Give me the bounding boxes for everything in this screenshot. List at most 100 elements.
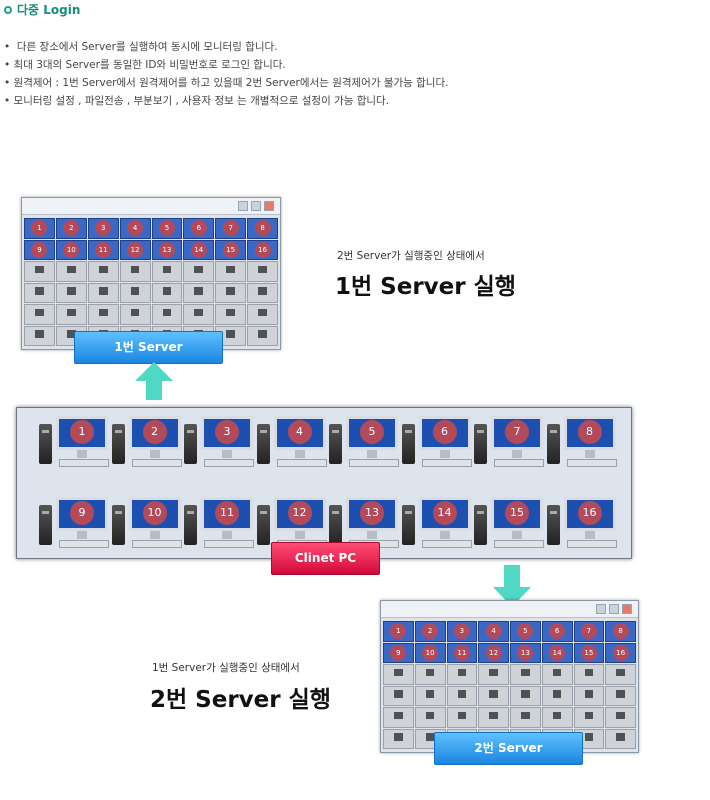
client-pc: 14	[401, 495, 472, 555]
mini-monitor-number: 4	[485, 623, 502, 640]
monitor-stand	[294, 450, 305, 458]
mini-empty-cell	[55, 261, 87, 282]
mini-empty-cell	[24, 261, 55, 282]
mini-empty-cell	[119, 304, 151, 325]
client-pc-number: 1	[70, 420, 94, 444]
computer-tower-icon	[39, 424, 52, 464]
monitor-stand	[367, 531, 377, 539]
monitor-stand	[77, 450, 87, 458]
mini-monitor-number: 8	[254, 220, 271, 237]
client-pc-number: 16	[577, 501, 602, 525]
client-pc: 5	[329, 414, 399, 474]
mini-empty-cell	[183, 282, 215, 303]
mini-monitor-cell: 10	[414, 642, 446, 663]
mini-empty-cell	[247, 325, 278, 346]
monitor-icon	[491, 497, 543, 531]
mini-empty-cell	[215, 282, 247, 303]
client-pc: 6	[401, 414, 472, 474]
monitor-stand	[512, 531, 522, 539]
mini-empty-cell	[446, 664, 478, 685]
mini-empty-cell	[510, 707, 541, 728]
client-pc: 4	[256, 414, 327, 474]
down-arrow-icon	[493, 565, 531, 607]
mini-empty-cell	[383, 728, 414, 749]
keyboard-icon	[566, 459, 617, 467]
mini-monitor-number: 14	[190, 241, 207, 258]
mini-monitor-number: 5	[158, 220, 175, 237]
keyboard-icon	[566, 540, 617, 548]
client-pc: 2	[111, 414, 182, 474]
mini-empty-cell	[414, 707, 446, 728]
keyboard-icon	[204, 540, 254, 548]
mini-monitor-number: 14	[549, 644, 566, 661]
mini-empty-cell	[151, 304, 183, 325]
mini-monitor-cell: 4	[119, 218, 151, 239]
mini-monitor-number: 7	[222, 220, 239, 237]
monitor-icon	[201, 497, 253, 531]
mini-empty-cell	[478, 664, 509, 685]
mini-empty-cell	[383, 664, 414, 685]
circle-bullet-icon	[4, 5, 12, 14]
mini-monitor-number: 15	[222, 241, 239, 258]
mini-empty-cell	[541, 707, 573, 728]
mini-monitor-number: 13	[517, 644, 534, 661]
description-item: • 모니터링 설정 , 파일전송 , 부분보기 , 사용자 정보 는 개별적으로…	[4, 95, 390, 107]
mini-empty-cell	[151, 282, 183, 303]
client-pc: 10	[111, 495, 182, 555]
mini-empty-cell	[247, 304, 278, 325]
monitor-stand	[584, 531, 595, 539]
mini-monitor-number: 2	[422, 623, 439, 640]
section-title: 다중 Login	[4, 1, 80, 18]
mini-empty-cell	[605, 707, 636, 728]
mini-monitor-number: 1	[31, 220, 48, 237]
computer-tower-icon	[184, 505, 197, 545]
server1-label: 1번 Server	[74, 331, 223, 364]
mini-empty-cell	[478, 707, 509, 728]
mini-empty-cell	[87, 304, 119, 325]
mini-empty-cell	[383, 707, 414, 728]
mini-monitor-cell: 3	[87, 218, 119, 239]
mini-monitor-number: 10	[63, 241, 80, 258]
monitor-stand	[367, 450, 377, 458]
mini-monitor-number: 16	[254, 241, 271, 258]
mini-monitor-cell: 15	[573, 642, 605, 663]
keyboard-icon	[494, 540, 544, 548]
mini-monitor-number: 3	[453, 623, 470, 640]
mini-monitor-cell: 2	[414, 621, 446, 642]
client-pc: 16	[546, 495, 617, 555]
computer-tower-icon	[329, 424, 342, 464]
monitor-stand	[439, 450, 450, 458]
computer-tower-icon	[111, 424, 125, 464]
client-pc-number: 4	[287, 420, 312, 444]
monitor-stand	[149, 531, 160, 539]
mini-monitor-number: 8	[612, 623, 629, 640]
server1-caption-small: 2번 Server가 실행중인 상태에서	[337, 250, 485, 262]
keyboard-icon	[204, 459, 254, 467]
mini-monitor-cell: 9	[24, 239, 55, 260]
client-pc-number: 2	[142, 420, 167, 444]
mini-monitor-number: 9	[31, 241, 48, 258]
mini-monitor-number: 4	[127, 220, 144, 237]
computer-tower-icon	[474, 424, 487, 464]
mini-monitor-cell: 13	[510, 642, 541, 663]
computer-tower-icon	[401, 424, 415, 464]
mini-monitor-cell: 1	[383, 621, 414, 642]
mini-empty-cell	[573, 664, 605, 685]
monitor-stand	[149, 450, 160, 458]
mini-monitor-cell: 7	[573, 621, 605, 642]
mini-empty-cell	[478, 685, 509, 706]
client-pc-number: 12	[287, 501, 312, 525]
mini-empty-cell	[605, 685, 636, 706]
computer-tower-icon	[546, 505, 560, 545]
monitor-stand	[77, 531, 87, 539]
client-pc-number: 7	[505, 420, 529, 444]
mini-monitor-cell: 9	[383, 642, 414, 663]
client-pc-number: 8	[577, 420, 602, 444]
mini-monitor-cell: 8	[605, 621, 636, 642]
description-item: • 최대 3대의 Server를 동일한 ID와 비밀번호로 로그인 합니다.	[4, 59, 286, 71]
client-pc-number: 9	[70, 501, 94, 525]
mini-monitor-number: 15	[580, 644, 597, 661]
